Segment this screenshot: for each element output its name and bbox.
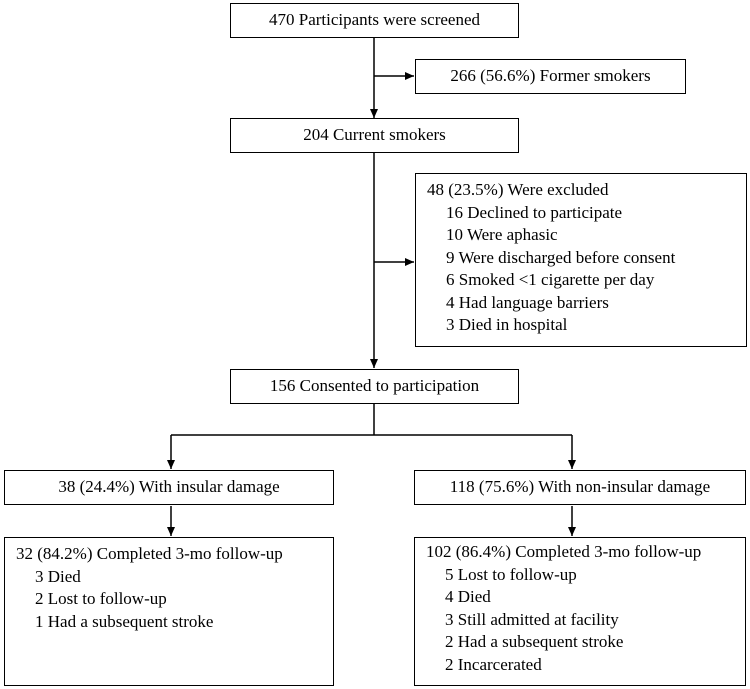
excluded-reason: 3 Died in hospital [446,315,568,334]
insular-followup-box: 32 (84.2%) Completed 3-mo follow-up 3 Di… [4,537,334,686]
consented-label: 156 Consented to participation [269,376,480,396]
current-smokers-box: 204 Current smokers [230,118,519,153]
non-insular-followup-item: 4 Died [445,587,491,606]
former-smokers-box: 266 (56.6%) Former smokers [415,59,686,94]
excluded-reason: 6 Smoked <1 cigarette per day [446,270,655,289]
screened-box: 470 Participants were screened [230,3,519,38]
former-smokers-label: 266 (56.6%) Former smokers [450,66,651,86]
excluded-box: 48 (23.5%) Were excluded 16 Declined to … [415,173,747,347]
non-insular-damage-box: 118 (75.6%) With non-insular damage [414,470,746,505]
non-insular-followup-item: 2 Incarcerated [445,654,542,674]
excluded-reason: 9 Were discharged before consent [446,247,676,267]
consented-box: 156 Consented to participation [230,369,519,404]
excluded-title: 48 (23.5%) Were excluded [427,180,609,199]
non-insular-followup-box: 102 (86.4%) Completed 3-mo follow-up 5 L… [414,537,746,686]
current-smokers-label: 204 Current smokers [303,125,446,145]
non-insular-damage-label: 118 (75.6%) With non-insular damage [449,477,711,497]
excluded-reason: 10 Were aphasic [446,225,558,244]
insular-followup-item: 1 Had a subsequent stroke [35,611,214,631]
non-insular-followup-item: 5 Lost to follow-up [445,564,577,584]
non-insular-followup-title: 102 (86.4%) Completed 3-mo follow-up [426,542,702,561]
insular-damage-box: 38 (24.4%) With insular damage [4,470,334,505]
insular-followup-item: 2 Lost to follow-up [35,589,167,608]
excluded-reason: 16 Declined to participate [446,202,623,222]
non-insular-followup-item: 3 Still admitted at facility [445,609,619,629]
insular-followup-item: 3 Died [35,566,81,586]
excluded-reason: 4 Had language barriers [446,292,609,312]
insular-damage-label: 38 (24.4%) With insular damage [58,477,280,497]
non-insular-followup-item: 2 Had a subsequent stroke [445,632,624,651]
insular-followup-title: 32 (84.2%) Completed 3-mo follow-up [16,544,283,563]
screened-label: 470 Participants were screened [269,10,480,30]
